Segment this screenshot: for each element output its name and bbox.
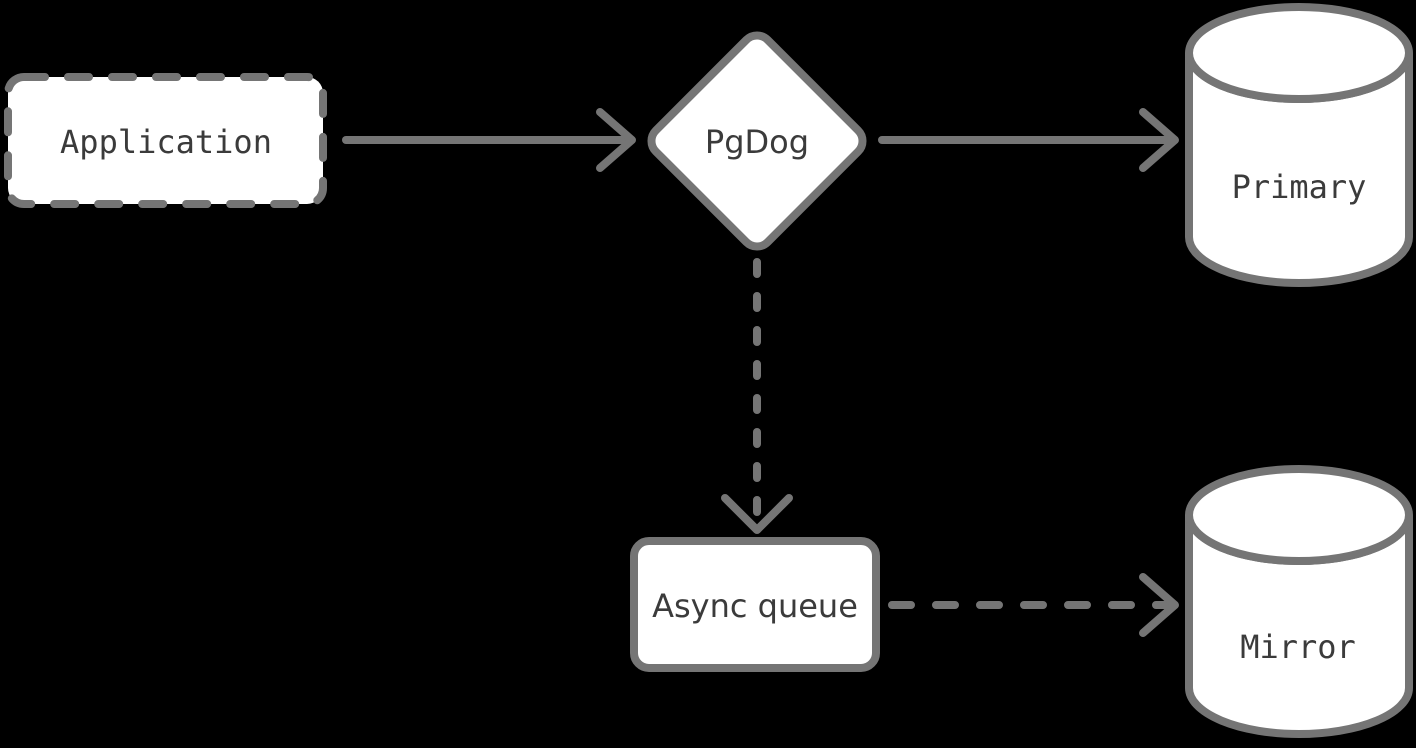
pgdog-diamond: [647, 31, 867, 251]
primary-label: Primary: [1232, 168, 1367, 206]
edge-pgdog-to-async-queue: [721, 258, 793, 534]
pgdog-label: PgDog: [705, 123, 809, 161]
arrowhead-right-icon: [1139, 108, 1179, 172]
primary-cylinder-top: [1185, 3, 1413, 103]
node-mirror: Mirror: [1185, 465, 1413, 738]
arrowhead-down-icon: [721, 494, 793, 534]
node-pgdog: PgDog: [647, 31, 867, 251]
edge-pgdog-to-primary: [878, 108, 1179, 172]
node-application: Application: [4, 73, 327, 208]
async-queue-label: Async queue: [652, 587, 858, 625]
application-label: Application: [60, 123, 272, 161]
node-async-queue: Async queue: [630, 537, 880, 672]
mirror-label: Mirror: [1240, 628, 1356, 666]
mirror-cylinder-top: [1185, 465, 1413, 565]
arrowhead-right-icon: [1139, 573, 1179, 637]
arrowhead-right-icon: [596, 108, 636, 172]
application-box: [4, 73, 327, 208]
node-primary: Primary: [1185, 3, 1413, 287]
async-queue-box: [630, 537, 880, 672]
edge-async-queue-to-mirror: [888, 573, 1179, 637]
edge-application-to-pgdog: [342, 108, 636, 172]
